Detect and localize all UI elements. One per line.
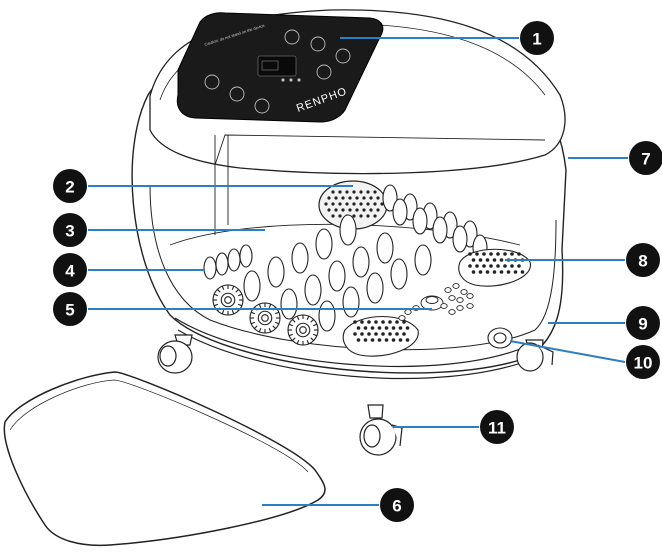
callout-badge-8 — [626, 243, 660, 277]
callout-8: 8 — [505, 243, 660, 277]
callout-badge-4 — [53, 253, 87, 287]
callout-5: 5 — [53, 292, 432, 326]
power-button[interactable] — [284, 29, 300, 45]
caster-wheels — [157, 334, 554, 456]
callout-badge-1 — [520, 21, 554, 55]
callout-number-2: 2 — [65, 178, 74, 197]
wheel-right — [516, 339, 554, 372]
heat-button[interactable] — [310, 36, 326, 52]
callout-badge-7 — [629, 141, 662, 175]
wheel-front — [359, 404, 403, 456]
temp-down-button[interactable] — [229, 86, 245, 102]
callout-number-6: 6 — [392, 497, 401, 516]
roller-set-front — [203, 214, 432, 346]
drain-knob — [487, 327, 513, 349]
massage-button[interactable] — [335, 48, 351, 64]
callout-badge-10 — [626, 345, 660, 379]
callout-7: 7 — [568, 141, 662, 175]
bubble-jets — [398, 283, 474, 321]
wheel-left — [157, 334, 193, 374]
control-panel: Caution: do not stand on the device RENP… — [176, 12, 384, 123]
callout-number-5: 5 — [65, 301, 74, 320]
temperature-display — [257, 55, 297, 77]
callout-number-3: 3 — [65, 222, 74, 241]
callout-badge-6 — [380, 488, 414, 522]
callout-number-4: 4 — [65, 262, 75, 281]
callout-number-8: 8 — [638, 252, 647, 271]
callout-number-7: 7 — [641, 150, 650, 169]
callout-6: 6 — [262, 488, 414, 522]
callout-badge-9 — [626, 306, 660, 340]
callout-layer: 1 2 3 4 5 6 7 8 9 10 11 — [53, 21, 662, 522]
callout-badge-11 — [480, 410, 514, 444]
roller-set-back — [382, 184, 488, 262]
massage-pad-right — [458, 248, 531, 287]
callout-4: 4 — [53, 253, 205, 287]
acupressure-dome — [318, 180, 388, 230]
callout-number-9: 9 — [638, 315, 647, 334]
callout-1: 1 — [340, 21, 554, 55]
foot-shield — [3, 371, 326, 547]
callout-badge-3 — [53, 213, 87, 247]
callout-9: 9 — [548, 306, 660, 340]
callout-number-10: 10 — [634, 354, 653, 373]
callout-badge-2 — [53, 169, 87, 203]
callout-11: 11 — [393, 410, 514, 444]
timer-button[interactable] — [204, 74, 220, 90]
callout-number-1: 1 — [532, 30, 541, 49]
leader-line-10 — [509, 340, 626, 363]
temp-up-button[interactable] — [254, 98, 270, 114]
callout-2: 2 — [53, 169, 353, 203]
callout-number-11: 11 — [488, 419, 506, 438]
callout-badge-5 — [53, 292, 87, 326]
bubble-button[interactable] — [316, 64, 332, 80]
massage-pad-front — [342, 315, 419, 357]
callout-10: 10 — [509, 340, 660, 379]
callout-3: 3 — [53, 213, 265, 247]
